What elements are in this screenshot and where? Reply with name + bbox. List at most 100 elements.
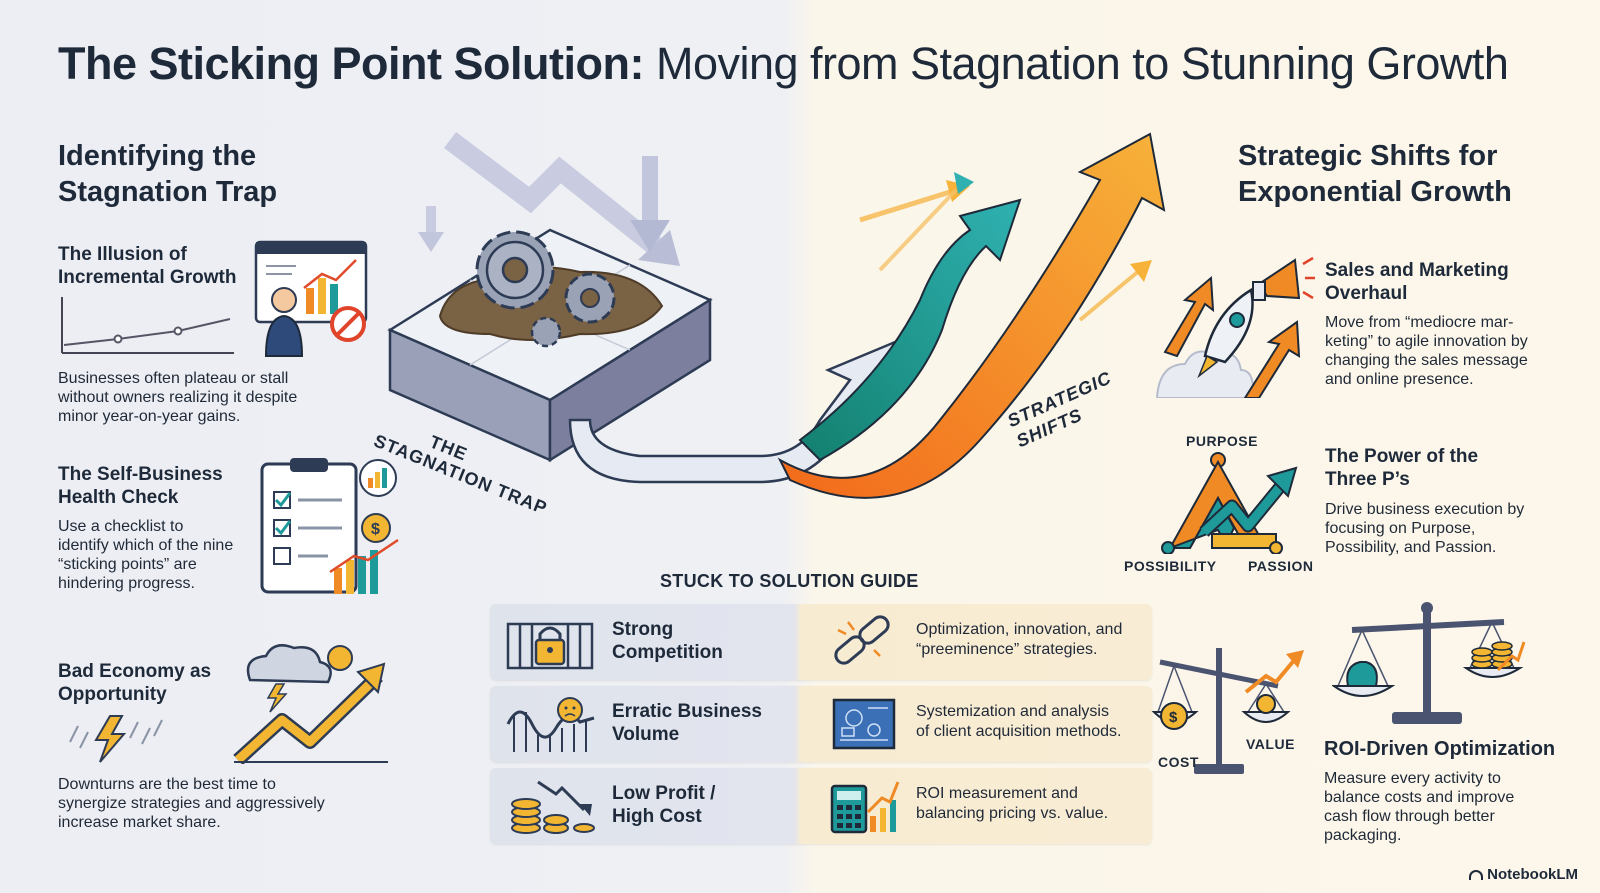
three-ps-triangle-icon [1161,452,1298,554]
solution-line: “preeminence” strategies. [916,641,1098,658]
solution-line: Systemization and analysis [916,703,1109,720]
desc-line: Drive business execution by [1325,501,1525,518]
notebooklm-brand: NotebookLM [1469,866,1578,883]
health-check-desc: Use a checklist to identify which of the… [58,517,233,593]
desc-line: cash flow through better [1324,808,1495,825]
problem-label: Low Profit / High Cost [612,782,792,828]
solution-line: ROI measurement and [916,785,1078,802]
desc-line: focusing on Purpose, [1325,520,1476,537]
problem-line: Competition [612,642,723,663]
cost-label: COST [1158,754,1199,770]
desc-line: Measure every activity to [1324,770,1501,787]
guide-title: STUCK TO SOLUTION GUIDE [660,571,919,591]
desc-line: without owners realizing it despite [58,389,298,406]
roi-optimization-desc: Measure every activity to balance costs … [1324,769,1514,845]
svg-text:$: $ [371,521,380,538]
desc-line: balance costs and improve [1324,789,1515,806]
right-heading-line1: Strategic Shifts for [1238,140,1498,172]
guide-row-volume: Erratic Business Volume Systemization an… [490,686,1152,762]
solution-line: Optimization, innovation, and [916,621,1123,638]
desc-line: identify which of the nine [58,537,234,554]
desc-line: Possibility, and Passion. [1325,539,1497,556]
left-heading-line1: Identifying the [58,140,257,172]
solution-line: balancing pricing vs. value. [916,805,1109,822]
businessman-chart-icon [254,240,368,357]
desc-line: minor year-on-year gains. [58,408,241,425]
problem-label: Erratic Business Volume [612,700,792,746]
lightning-rain-icon [69,715,163,763]
solution-label: Optimization, innovation, and “preeminen… [916,620,1146,660]
title-light: Moving from Stagnation to Stunning Growt… [643,38,1509,89]
desc-line: synergize strategies and aggressively [58,795,325,812]
health-check-title: The Self-Business Health Check [58,463,223,509]
solution-label: ROI measurement and balancing pricing vs… [916,784,1146,824]
desc-line: changing the sales message [1325,352,1528,369]
guide-row-competition: Strong Competition Optimization, innovat… [490,604,1152,680]
desc-line: keting” to agile innovation by [1325,333,1528,350]
teal-growth-arrow [798,198,1022,462]
purpose-label: PURPOSE [1186,433,1258,449]
sales-marketing-desc: Move from “mediocre mar- keting” to agil… [1325,313,1528,389]
flat-line-chart-icon [61,297,234,354]
coins-down-icon [511,780,595,834]
title-line: Three P’s [1325,469,1410,490]
desc-line: Downturns are the best time to [58,776,276,793]
calculator-icon [830,781,900,834]
orange-growth-arrow [777,132,1166,499]
title-line: Overhaul [1325,283,1408,304]
chain-link-icon [834,615,890,665]
title-line: The Power of the [1325,446,1479,467]
storm-to-growth-icon [233,644,388,764]
desc-line: Businesses often plateau or stall [58,370,289,387]
desc-line: hindering progress. [58,575,195,592]
cost-value-scale-icon: $ [1151,648,1304,774]
title-bold: The Sticking Point Solution: [58,38,644,89]
roi-balance-scale-icon [1332,602,1526,724]
possibility-label: POSSIBILITY [1124,558,1217,574]
bad-economy-title: Bad Economy as Opportunity [58,660,211,706]
desc-line: Use a checklist to [58,518,184,535]
value-label: VALUE [1246,736,1295,752]
solution-line: of client acquisition methods. [916,723,1122,740]
desc-line: increase market share. [58,814,221,831]
problem-label: Strong Competition [612,618,792,664]
page-title: The Sticking Point Solution: Moving from… [58,38,1558,90]
accent-arrows-icon [859,172,1152,322]
problem-line: Erratic Business [612,701,762,722]
incremental-growth-title: The Illusion of Incremental Growth [58,243,236,289]
title-line: Sales and Marketing [1325,260,1509,281]
incremental-growth-desc: Businesses often plateau or stall withou… [58,369,297,426]
title-line: Bad Economy as [58,661,212,682]
title-line: Incremental Growth [58,267,237,288]
blueprint-icon [832,698,896,750]
locked-gate-icon [506,622,594,670]
problem-line: Volume [612,724,680,745]
gear-icon [475,230,616,348]
svg-text:$: $ [1169,709,1178,726]
desc-line: and online presence. [1325,371,1474,388]
right-heading-line2: Exponential Growth [1238,176,1512,208]
title-line: The Self-Business [58,464,223,485]
brand-label: NotebookLM [1487,866,1578,883]
notebooklm-logo-icon [1469,870,1484,881]
down-arrow-icon [418,132,680,266]
three-ps-desc: Drive business execution by focusing on … [1325,500,1524,557]
problem-line: Strong [612,619,674,640]
left-heading: Identifying the Stagnation Trap [58,138,277,210]
left-heading-line2: Stagnation Trap [58,176,278,208]
stagnation-to-growth-illustration [387,132,1166,499]
checklist-clipboard-icon: $ [260,458,399,594]
three-ps-title: The Power of the Three P’s [1325,445,1478,491]
guide-row-profit: Low Profit / High Cost ROI measurement a… [490,768,1152,844]
bad-economy-desc: Downturns are the best time to synergize… [58,775,325,832]
passion-label: PASSION [1248,558,1314,574]
desc-line: Move from “mediocre mar- [1325,314,1514,331]
right-heading: Strategic Shifts for Exponential Growth [1238,138,1512,210]
title-line: Health Check [58,487,179,508]
sales-marketing-title: Sales and Marketing Overhaul [1325,259,1509,305]
rocket-megaphone-icon [1155,256,1315,398]
roller-coaster-icon [506,697,595,752]
title-line: The Illusion of [58,244,187,265]
problem-line: Low Profit / [612,783,716,804]
roi-optimization-title: ROI-Driven Optimization [1324,738,1555,761]
